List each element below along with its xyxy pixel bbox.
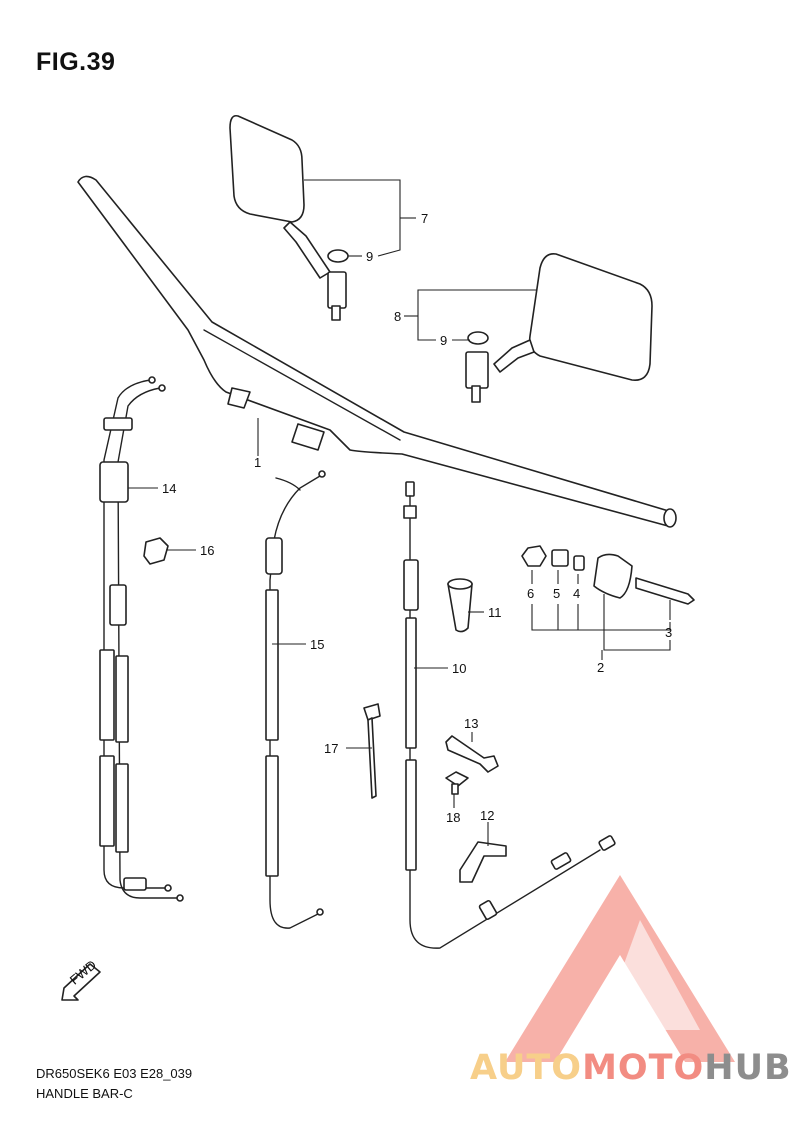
throttle-cables	[99, 376, 184, 902]
callout-7: 7	[421, 211, 428, 226]
grip	[447, 578, 473, 633]
callout-numbers: 1 2 3 4 5 6 7 8 9 9 10 11 12 13 14 15 16…	[162, 211, 672, 825]
cable-15	[265, 470, 326, 929]
callout-5: 5	[553, 586, 560, 601]
callout-1: 1	[254, 455, 261, 470]
callout-14: 14	[162, 481, 176, 496]
callout-4: 4	[573, 586, 580, 601]
callout-11: 11	[488, 605, 502, 620]
leader-lines	[128, 179, 671, 846]
callout-8: 8	[394, 309, 401, 324]
mirror-left	[229, 114, 349, 321]
callout-10: 10	[452, 661, 466, 676]
callout-2: 2	[597, 660, 604, 675]
callout-6: 6	[527, 586, 534, 601]
diagram-code: DR650SEK6 E03 E28_039	[36, 1066, 193, 1081]
small-parts	[143, 537, 507, 883]
handlebar	[77, 175, 677, 528]
callout-13: 13	[464, 716, 478, 731]
forward-direction-badge: FWD	[61, 957, 101, 1001]
watermark-part-hub: HUB	[704, 1048, 792, 1088]
mirror-right	[465, 252, 653, 403]
figure-title: FIG.39	[36, 48, 116, 76]
watermark-part-auto: AUTO	[470, 1048, 583, 1088]
watermark-part-moto: MOTO	[582, 1048, 705, 1088]
clutch-cable	[403, 481, 616, 949]
callout-12: 12	[480, 808, 494, 823]
watermark-logo	[505, 875, 735, 1062]
callout-3: 3	[665, 625, 672, 640]
callout-9a: 9	[366, 249, 373, 264]
callout-9b: 9	[440, 333, 447, 348]
callout-16: 16	[200, 543, 214, 558]
callout-15: 15	[310, 637, 324, 652]
callout-17: 17	[324, 741, 338, 756]
diagram-name: HANDLE BAR-C	[36, 1086, 133, 1101]
callout-18: 18	[446, 810, 460, 825]
balancer-assembly	[521, 545, 695, 605]
watermark-text: AUTOMOTOHUB	[470, 1048, 792, 1088]
